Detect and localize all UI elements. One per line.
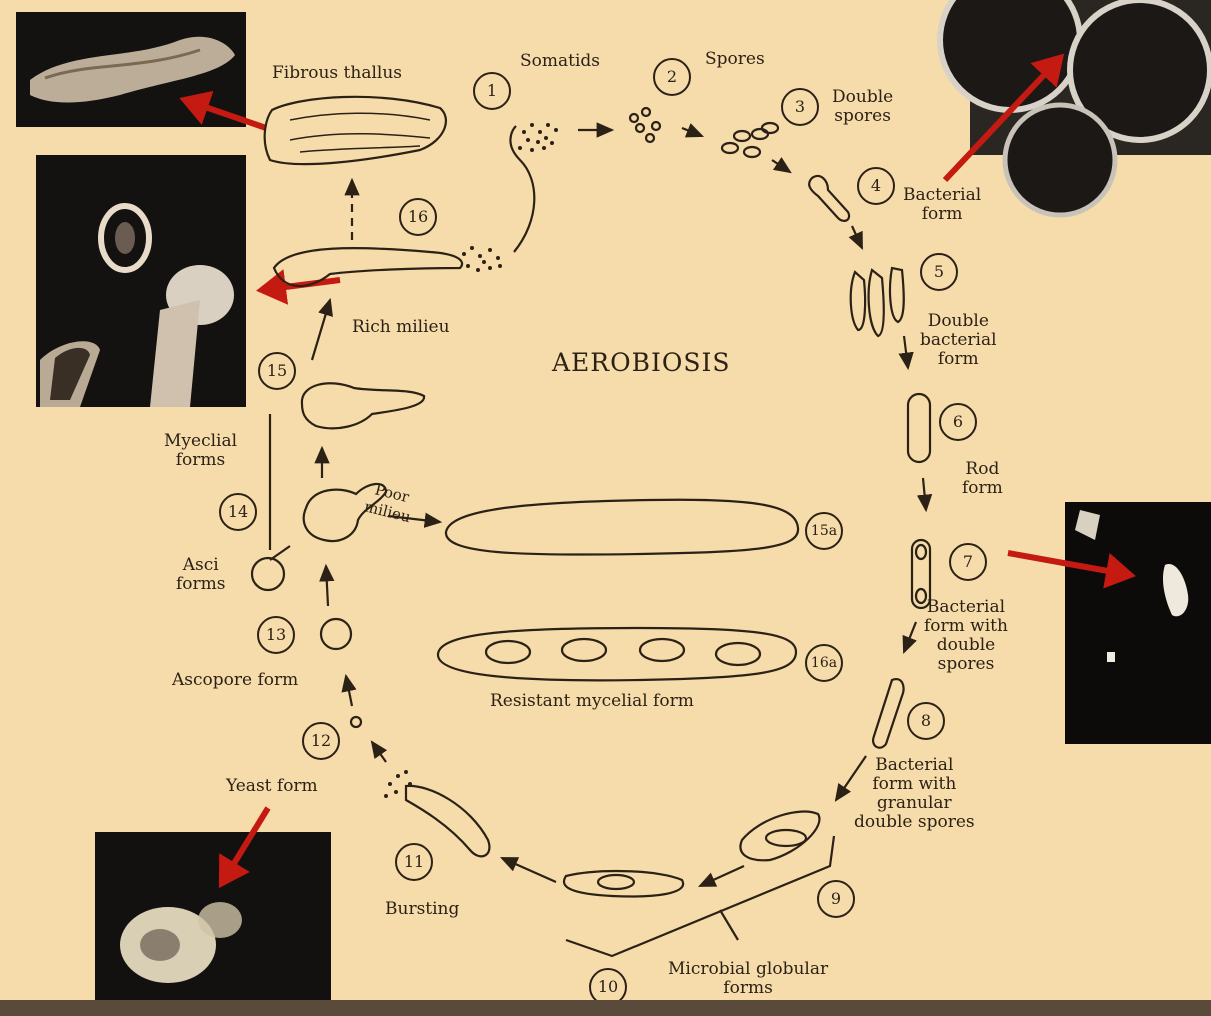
stage-8-label: Bacterial form with granular double spor…: [854, 756, 975, 832]
stage-12-label: Yeast form: [226, 777, 318, 796]
stage-15a-number: 15a: [805, 512, 843, 550]
stage-9-label: Microbial globular forms: [668, 960, 828, 998]
bottom-bar: [0, 1000, 1211, 1016]
stage-15-number: 15: [258, 352, 296, 390]
stage-2-label: Spores: [705, 50, 765, 69]
stage-9-number: 9: [817, 880, 855, 918]
rich-milieu-label: Rich milieu: [352, 318, 450, 337]
stage-12-number: 12: [302, 722, 340, 760]
stage-1-number: 1: [473, 72, 511, 110]
stage-2-number: 2: [653, 58, 691, 96]
stage-13-number: 13: [257, 616, 295, 654]
stage-16a-label: Resistant mycelial form: [490, 692, 694, 711]
stage-8-number: 8: [907, 702, 945, 740]
stage-5-number: 5: [920, 253, 958, 291]
stage-15-label: Myeclial forms: [164, 432, 237, 470]
stage-7-label: Bacterial form with double spores: [924, 598, 1008, 674]
stage-6-number: 6: [939, 403, 977, 441]
stage-1-label: Somatids: [520, 52, 600, 71]
somatids-dots: [518, 123, 558, 152]
stage-14-number: 14: [219, 493, 257, 531]
stage-14-label: Asci forms: [176, 556, 226, 594]
photo-double-spores: [1065, 502, 1211, 744]
stage-11-number: 11: [395, 843, 433, 881]
stage-4-number: 4: [857, 167, 895, 205]
stage-4-label: Bacterial form: [903, 186, 981, 224]
stage-7-number: 7: [949, 543, 987, 581]
title: AEROBIOSIS: [552, 348, 731, 377]
stage-16a-number: 16a: [805, 644, 843, 682]
stage-16-number: 16: [399, 198, 437, 236]
stage-16-label: Fibrous thallus: [272, 64, 402, 83]
stage-11-label: Bursting: [385, 900, 459, 919]
stage-13-label: Ascopore form: [172, 671, 298, 690]
stage-6-label: Rod form: [962, 460, 1003, 498]
stage-3-label: Double spores: [832, 88, 893, 126]
stage-5-label: Double bacterial form: [920, 312, 997, 369]
stage-3-number: 3: [781, 88, 819, 126]
